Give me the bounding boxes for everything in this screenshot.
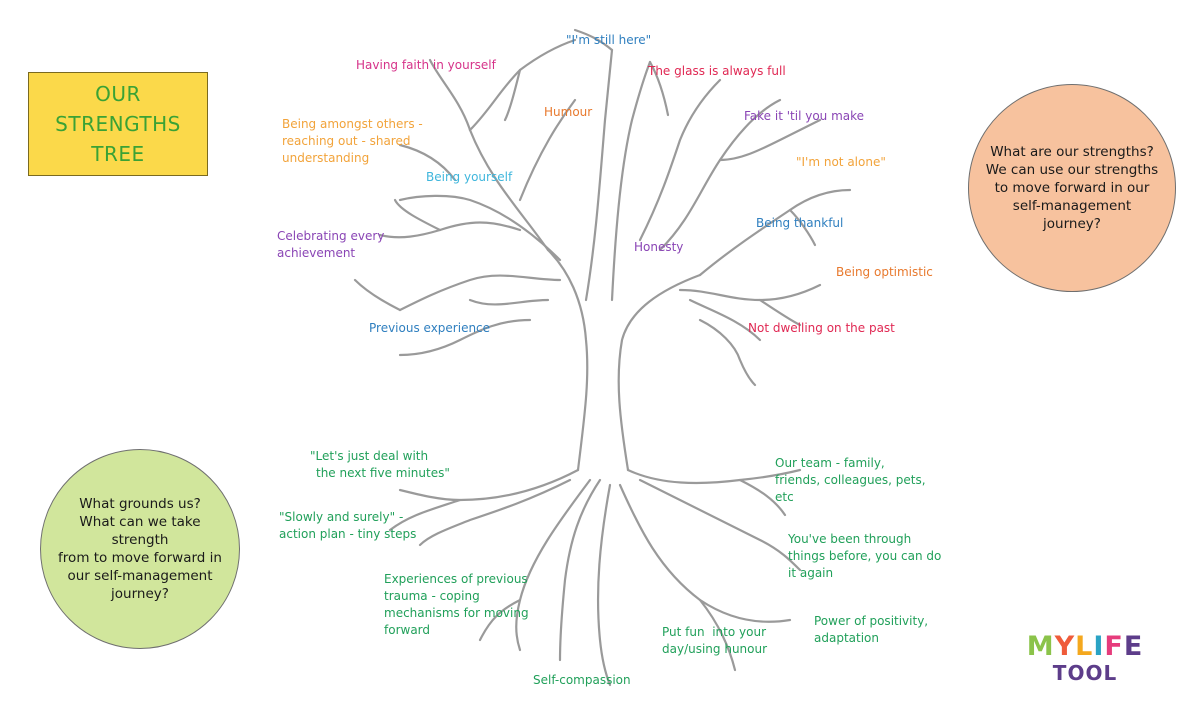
- label-not-dwelling: Not dwelling on the past: [748, 320, 895, 337]
- circle-line: What grounds us?: [79, 496, 201, 512]
- circle-line: What are our strengths?: [990, 144, 1154, 160]
- label-text: Having faith in yourself: [356, 58, 496, 72]
- logo-tool: TOOL: [1052, 661, 1118, 685]
- label-text: Our team - family,: [775, 456, 885, 470]
- label-text: Fake it 'til you make: [744, 109, 865, 123]
- label-text: Being yourself: [426, 170, 513, 184]
- label-optimistic: Being optimistic: [836, 264, 933, 281]
- label-humour: Humour: [544, 104, 592, 121]
- label-honesty: Honesty: [634, 239, 683, 256]
- label-been-through: You've been through things before, you c…: [788, 531, 941, 582]
- label-being-yourself: Being yourself: [426, 169, 512, 186]
- label-text: Being optimistic: [836, 265, 933, 279]
- logo-mylife: MYLIFE: [1020, 632, 1150, 662]
- label-text: achievement: [277, 246, 356, 260]
- label-glass: The glass is always full: [648, 63, 786, 80]
- label-text: Being amongst others -: [282, 117, 423, 131]
- label-text: "I'm not alone": [796, 155, 886, 169]
- label-text: Being thankful: [756, 216, 844, 230]
- label-text: You've been through: [788, 532, 912, 546]
- label-text: friends, colleagues, pets,: [775, 473, 926, 487]
- label-text: action plan - tiny steps: [279, 527, 417, 541]
- circle-line: from to move forward in: [58, 550, 222, 566]
- mylife-tool-logo: MYLIFE TOOL: [1020, 632, 1150, 685]
- grounds-question-circle: What grounds us? What can we take streng…: [40, 449, 240, 649]
- label-text: things before, you can do: [788, 549, 942, 563]
- label-self-compassion: Self-compassion: [533, 672, 631, 689]
- label-amongst-others: Being amongst others - reaching out - sh…: [282, 116, 423, 167]
- label-fake-it: Fake it 'til you make: [744, 108, 864, 125]
- label-text: Not dwelling on the past: [748, 321, 895, 335]
- label-text: forward: [384, 623, 431, 637]
- label-text: "Let's just deal with: [310, 449, 429, 463]
- label-text: understanding: [282, 151, 370, 165]
- label-text: Humour: [544, 105, 593, 119]
- tree-trunk: [617, 273, 702, 472]
- label-text: reaching out - shared: [282, 134, 411, 148]
- label-our-team: Our team - family, friends, colleagues, …: [775, 455, 926, 506]
- label-text: the next five minutes": [316, 466, 450, 480]
- logo-letter: M: [1026, 631, 1055, 662]
- label-thankful: Being thankful: [756, 215, 843, 232]
- title-line-2: STRENGTHS: [55, 112, 181, 136]
- label-slowly-surely: "Slowly and surely" - action plan - tiny…: [279, 509, 416, 543]
- label-text: "I'm still here": [566, 33, 652, 47]
- tree-trunk: [546, 248, 589, 472]
- logo-letter: L: [1075, 631, 1094, 662]
- label-text: Previous experience: [369, 321, 491, 335]
- circle-line: journey?: [1043, 216, 1101, 232]
- circle-text: What grounds us? What can we take streng…: [55, 495, 225, 603]
- title-line-3: TREE: [91, 142, 145, 166]
- label-not-alone: "I'm not alone": [796, 154, 886, 171]
- label-previous-trauma: Experiences of previous trauma - coping …: [384, 571, 529, 639]
- label-text: Self-compassion: [533, 673, 631, 687]
- label-text: Celebrating every: [277, 229, 385, 243]
- title-line-1: OUR: [95, 82, 141, 106]
- label-text: mechanisms for moving: [384, 606, 529, 620]
- circle-text: What are our strengths? We can use our s…: [986, 143, 1158, 233]
- label-text: day/using hunour: [662, 642, 768, 656]
- label-deal-with: "Let's just deal with the next five minu…: [310, 448, 450, 482]
- title-box: OUR STRENGTHS TREE: [28, 72, 208, 176]
- label-text: The glass is always full: [648, 64, 786, 78]
- label-text: adaptation: [814, 631, 879, 645]
- strengths-question-circle: What are our strengths? We can use our s…: [968, 84, 1176, 292]
- label-text: etc: [775, 490, 794, 504]
- circle-line: to move forward in our: [994, 180, 1150, 196]
- label-text: Honesty: [634, 240, 684, 254]
- label-text: Power of positivity,: [814, 614, 929, 628]
- circle-line: We can use our strengths: [985, 162, 1159, 178]
- logo-letter: F: [1104, 631, 1124, 662]
- label-still-here: "I'm still here": [566, 32, 651, 49]
- logo-letter: I: [1093, 631, 1105, 662]
- circle-line: our self-management: [67, 568, 213, 584]
- label-put-fun: Put fun into your day/using hunour: [662, 624, 767, 658]
- circle-line: What can we take strength: [79, 514, 201, 548]
- label-celebrating: Celebrating every achievement: [277, 228, 384, 262]
- label-text: Experiences of previous: [384, 572, 528, 586]
- label-text: trauma - coping: [384, 589, 480, 603]
- circle-line: self-management: [1012, 198, 1132, 214]
- label-positivity: Power of positivity, adaptation: [814, 613, 928, 647]
- label-text: Put fun into your: [662, 625, 766, 639]
- label-faith: Having faith in yourself: [356, 57, 496, 74]
- label-text: it again: [788, 566, 834, 580]
- logo-letter: E: [1123, 631, 1144, 662]
- label-previous-experience: Previous experience: [369, 320, 490, 337]
- label-text: "Slowly and surely" -: [279, 510, 404, 524]
- logo-letter: Y: [1054, 631, 1076, 662]
- circle-line: journey?: [111, 586, 169, 602]
